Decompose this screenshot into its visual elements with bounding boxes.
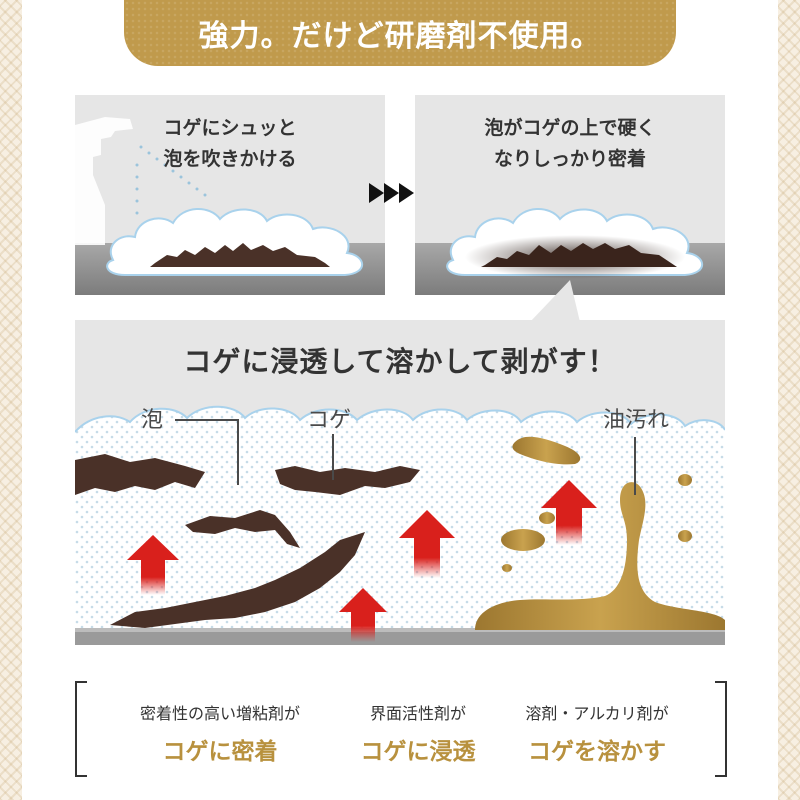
label-burn: コゲ [307, 408, 352, 433]
bracket-left [75, 681, 87, 777]
feature-effect: コゲを溶かす [528, 739, 666, 765]
grease-drop [678, 474, 692, 486]
header-title: 強力。だけど研磨剤不使用。 [198, 19, 602, 54]
feature-desc: 溶剤・アルカリ剤が [525, 704, 669, 723]
label-grease: 油汚れ [603, 408, 670, 433]
grease-drop [501, 529, 545, 551]
callout-lines [175, 419, 636, 495]
caption-line-1: 泡がコゲの上で硬く [484, 117, 656, 139]
detail-illustration [75, 405, 725, 645]
grease-blobs [475, 436, 725, 630]
spray-bottle-icon [75, 117, 133, 245]
bracket-right [715, 681, 727, 777]
next-step-arrows-icon [369, 183, 414, 203]
grease-pool [475, 482, 725, 630]
grease-drop [502, 564, 512, 572]
adhere-illustration [446, 207, 704, 279]
burn-piece [275, 466, 420, 495]
burn-piece [75, 454, 205, 495]
feature-desc: 密着性の高い増粘剤が [139, 704, 300, 723]
red-up-arrow [127, 535, 179, 595]
penetration-arrows [127, 480, 597, 642]
grease-drop [512, 436, 581, 465]
step-panel-spray: コゲにシュッと 泡を吹きかける [75, 95, 385, 295]
step-panel-adhere: 泡がコゲの上で硬く なりしっかり密着 [415, 95, 725, 295]
pan-surface [75, 628, 725, 645]
red-up-arrow [399, 510, 455, 578]
burn-pieces [75, 454, 420, 628]
burn-piece [185, 510, 300, 548]
burn-piece [110, 532, 365, 628]
caption-line-1: コゲにシュッと [163, 117, 297, 139]
feature-solvent: 溶剤・アルカリ剤が コゲを溶かす [492, 700, 702, 766]
feature-effect: コゲに浸透 [360, 739, 476, 765]
detail-panel: コゲに浸透して溶かして剥がす！ 泡 コゲ 油汚れ [75, 320, 725, 645]
grease-drop [539, 512, 555, 524]
detail-title: コゲに浸透して溶かして剥がす！ [183, 345, 617, 378]
callout-pointer [530, 280, 580, 322]
spray-illustration [75, 117, 364, 276]
red-up-arrow [541, 480, 597, 545]
caption-line-2: 泡を吹きかける [163, 148, 297, 170]
burn-shape [481, 243, 677, 267]
feature-desc: 界面活性剤が [369, 704, 466, 723]
step-caption-spray: コゲにシュッと 泡を吹きかける [75, 113, 385, 175]
feature-thickener: 密着性の高い増粘剤が コゲに密着 [115, 700, 325, 766]
burn-shape [150, 243, 330, 267]
feature-effect: コゲに密着 [162, 739, 278, 765]
step-caption-adhere: 泡がコゲの上で硬く なりしっかり密着 [415, 113, 725, 175]
grease-drop [678, 530, 692, 542]
label-foam: 泡 [141, 408, 164, 433]
header-banner: 強力。だけど研磨剤不使用。 [124, 0, 676, 66]
caption-line-2: なりしっかり密着 [493, 148, 646, 170]
feature-surfactant: 界面活性剤が コゲに浸透 [313, 700, 523, 766]
red-up-arrow [339, 588, 387, 642]
side-pattern-left [0, 0, 22, 800]
side-pattern-right [778, 0, 800, 800]
